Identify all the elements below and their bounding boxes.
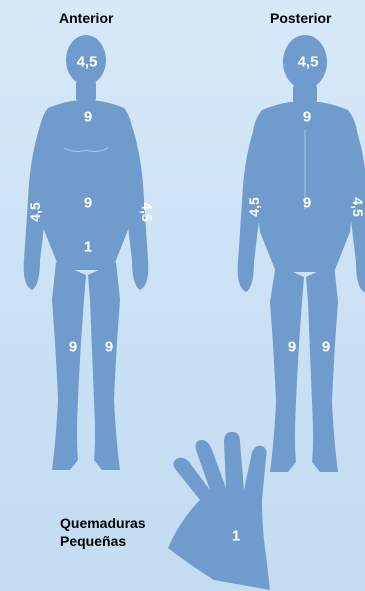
anterior-left-leg-percent: 9 [69,339,77,356]
hand-percent: 1 [232,528,240,545]
posterior-upper-back-percent: 9 [303,109,311,126]
anterior-right-arm-percent: 4,5 [139,202,155,221]
anterior-genital-percent: 1 [84,239,92,256]
title-posterior: Posterior [270,10,331,26]
title-anterior: Anterior [59,10,113,26]
posterior-right-leg-percent: 9 [322,339,330,356]
posterior-head-percent: 4,5 [298,54,319,71]
posterior-right-arm-percent: 4,5 [350,197,365,216]
anterior-abdomen-percent: 9 [84,195,92,212]
posterior-lower-back-percent: 9 [303,195,311,212]
hand-caption: Quemaduras Pequeñas [60,514,146,550]
anterior-right-leg-percent: 9 [105,339,113,356]
hand-caption-line2: Pequeñas [60,532,146,550]
posterior-figure [238,35,365,472]
anterior-head-percent: 4,5 [77,54,98,71]
posterior-left-arm-percent: 4,5 [246,197,262,216]
anterior-chest-percent: 9 [84,109,92,126]
anterior-left-arm-percent: 4,5 [27,202,43,221]
hand-caption-line1: Quemaduras [60,514,146,532]
hand-figure [168,432,270,590]
posterior-left-leg-percent: 9 [288,339,296,356]
